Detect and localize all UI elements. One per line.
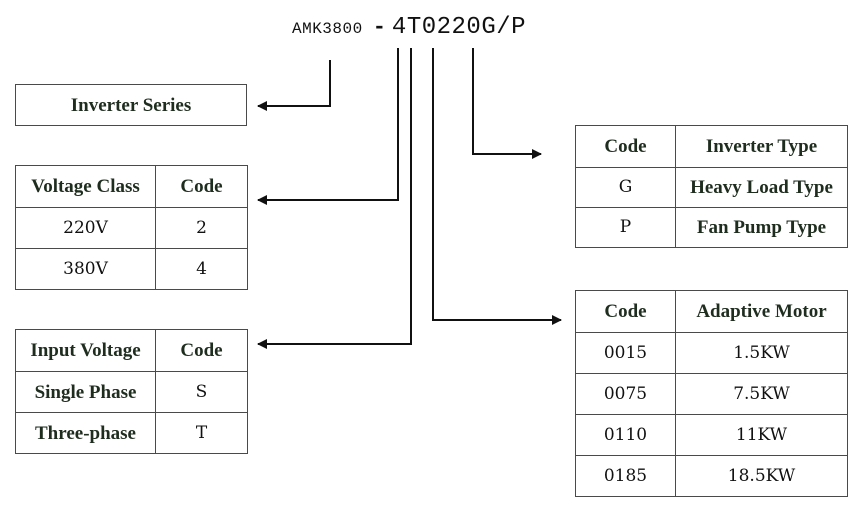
table-row: 0110 11KW	[575, 414, 848, 456]
model-code: AMK3800-4T0220G/P	[292, 14, 526, 41]
table-row: 0015 1.5KW	[575, 332, 848, 374]
type-connector	[472, 48, 542, 159]
code-value: 0015	[575, 332, 676, 374]
power-value: 11KW	[675, 414, 848, 456]
inverter-type-table: Code Inverter Type G Heavy Load Type P F…	[575, 125, 848, 248]
model-prefix: AMK3800	[292, 20, 363, 38]
table-row: 0185 18.5KW	[575, 455, 848, 497]
phase-label: Single Phase	[15, 371, 156, 413]
voltage-class-table: Voltage Class Code 220V 2 380V 4	[15, 165, 248, 290]
power-value: 7.5KW	[675, 373, 848, 415]
code-header: Code	[155, 165, 248, 208]
code-header: Code	[575, 290, 676, 333]
type-label: Heavy Load Type	[675, 167, 848, 208]
power-value: 1.5KW	[675, 332, 848, 374]
input-voltage-header: Input Voltage	[15, 329, 156, 372]
adaptive-motor-header: Adaptive Motor	[675, 290, 848, 333]
code-header: Code	[155, 329, 248, 372]
type-label: Fan Pump Type	[675, 207, 848, 248]
code-value: 4	[155, 248, 248, 290]
code-value: P	[575, 207, 676, 248]
voltage-connector	[257, 48, 399, 205]
inverter-series-label: Inverter Series	[15, 84, 247, 126]
adaptive-motor-table: Code Adaptive Motor 0015 1.5KW 0075 7.5K…	[575, 290, 848, 497]
table-row: Single Phase S	[15, 371, 248, 413]
input-voltage-table: Input Voltage Code Single Phase S Three-…	[15, 329, 248, 454]
table-header-row: Voltage Class Code	[15, 165, 248, 208]
code-value: S	[155, 371, 248, 413]
table-row: 0075 7.5KW	[575, 373, 848, 415]
table-row: 220V 2	[15, 207, 248, 249]
motor-connector	[432, 48, 562, 325]
series-connector	[257, 60, 331, 111]
code-value: 0075	[575, 373, 676, 415]
table-row: Three-phase T	[15, 412, 248, 454]
code-value: 0110	[575, 414, 676, 456]
table-header-row: Code Adaptive Motor	[575, 290, 848, 333]
phase-label: Three-phase	[15, 412, 156, 454]
table-header-row: Input Voltage Code	[15, 329, 248, 372]
voltage-class-header: Voltage Class	[15, 165, 156, 208]
code-value: T	[155, 412, 248, 454]
code-value: 2	[155, 207, 248, 249]
voltage-value: 380V	[15, 248, 156, 290]
code-value: 0185	[575, 455, 676, 497]
input-voltage-connector	[257, 48, 412, 349]
voltage-value: 220V	[15, 207, 156, 249]
code-value: G	[575, 167, 676, 208]
model-suffix-code: 4T0220G/P	[391, 14, 527, 41]
model-separator: -	[372, 15, 386, 40]
inverter-series-box: Inverter Series	[15, 84, 247, 126]
table-row: G Heavy Load Type	[575, 167, 848, 208]
table-row: 380V 4	[15, 248, 248, 290]
table-row: P Fan Pump Type	[575, 207, 848, 248]
table-header-row: Code Inverter Type	[575, 125, 848, 168]
inverter-type-header: Inverter Type	[675, 125, 848, 168]
power-value: 18.5KW	[675, 455, 848, 497]
code-header: Code	[575, 125, 676, 168]
